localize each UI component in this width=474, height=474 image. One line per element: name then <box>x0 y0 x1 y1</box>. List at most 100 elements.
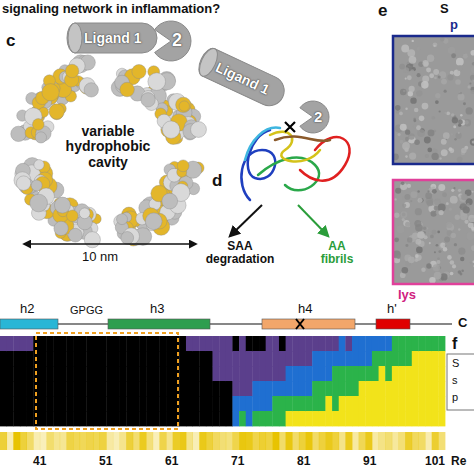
heatmap-cell <box>345 366 352 381</box>
heatmap-cell <box>418 396 425 411</box>
heatmap-cell <box>239 396 246 411</box>
heatmap-cell <box>159 366 166 381</box>
micrograph-grain <box>419 116 425 122</box>
micrograph-grain <box>400 89 407 96</box>
heatmap-cell <box>279 411 286 426</box>
heatmap-cell <box>279 396 286 411</box>
heatmap-cell <box>239 411 246 426</box>
micrograph-grain <box>431 153 438 160</box>
heatmap-cell <box>319 366 326 381</box>
heatmap-cell <box>206 336 213 351</box>
micrograph-grain <box>421 81 429 89</box>
micrograph-grain <box>459 91 461 93</box>
micrograph-grain <box>395 105 401 111</box>
micrograph-grain <box>421 267 426 272</box>
heatmap-cell <box>385 396 392 411</box>
heatmap-cell <box>432 411 439 426</box>
micrograph-grain <box>464 220 468 224</box>
heatmap-cell <box>385 351 392 366</box>
micrograph-grain <box>453 125 456 128</box>
micrograph-grain <box>451 113 455 117</box>
heatmap-cell <box>405 336 412 351</box>
micrograph-grain <box>452 264 456 268</box>
protein-surface <box>141 93 155 107</box>
micrograph-grain <box>458 132 460 134</box>
heatmap-cell <box>239 351 246 366</box>
label-text: AA fibrils <box>312 240 362 266</box>
heatmap-cell <box>412 411 419 426</box>
heatmap-cell <box>392 336 399 351</box>
protein-surface <box>31 180 42 191</box>
micrograph-grain <box>432 189 437 194</box>
micrograph-grain <box>437 231 440 234</box>
residue-strip <box>359 432 366 450</box>
label-text: s <box>452 374 458 386</box>
micrograph-grain <box>426 227 428 229</box>
micrograph-grain <box>472 260 474 263</box>
residue-strip <box>166 432 173 450</box>
residue-strip <box>279 432 286 450</box>
micrograph-grain <box>461 269 464 272</box>
heatmap-cell <box>193 381 200 396</box>
heatmap-cell <box>385 366 392 381</box>
heatmap-cell <box>392 381 399 396</box>
protein-surface <box>176 97 191 112</box>
heatmap-cell <box>186 381 193 396</box>
heatmap-cell <box>53 336 60 351</box>
residue-strip <box>266 432 273 450</box>
heatmap-cell <box>438 411 445 426</box>
heatmap-cell <box>13 381 20 396</box>
heatmap-cell <box>93 396 100 411</box>
micrograph-grain <box>449 208 452 211</box>
micrograph-grain <box>427 190 429 192</box>
residue-strip <box>438 432 445 450</box>
heatmap-cell <box>139 381 146 396</box>
protein-surface <box>54 221 68 235</box>
heatmap-cell <box>153 396 160 411</box>
heatmap-cell <box>365 351 372 366</box>
heatmap-cell <box>146 351 153 366</box>
heatmap-cell <box>339 381 346 396</box>
heatmap-cell <box>166 381 173 396</box>
micrograph-grain <box>427 55 434 62</box>
heatmap-cell <box>438 336 445 351</box>
heatmap-cell <box>73 381 80 396</box>
residue-strip <box>332 432 339 450</box>
heatmap-cell <box>80 381 87 396</box>
label-text: 101 <box>425 455 445 468</box>
heatmap-cell <box>219 366 226 381</box>
heatmap-cell <box>13 411 20 426</box>
heatmap-cell <box>106 396 113 411</box>
heatmap-cell <box>272 381 279 396</box>
heatmap-cell <box>352 396 359 411</box>
heatmap-cell <box>100 351 107 366</box>
heatmap-cell <box>299 381 306 396</box>
heatmap-cell <box>345 351 352 366</box>
heatmap-cell <box>399 351 406 366</box>
protein-surface <box>54 197 70 213</box>
heatmap-cell <box>133 396 140 411</box>
heatmap-cell <box>93 336 100 351</box>
residue-strip <box>339 432 346 450</box>
protein-surface <box>35 132 46 143</box>
micrograph-grain <box>395 188 401 194</box>
protein-surface <box>145 213 162 230</box>
heatmap-cell <box>405 366 412 381</box>
micrograph-grain <box>427 148 432 153</box>
heatmap-cell <box>359 396 366 411</box>
heatmap-cell <box>286 381 293 396</box>
micrograph-grain <box>434 251 436 253</box>
micrograph-grain <box>448 47 455 54</box>
heatmap-cell <box>60 351 67 366</box>
micrograph-grain <box>394 212 400 218</box>
label-text: Re <box>451 455 466 468</box>
label-text: S <box>452 357 459 369</box>
micrograph-grain <box>402 218 405 221</box>
micrograph-grain <box>472 62 474 66</box>
heatmap-cell <box>339 366 346 381</box>
heatmap-cell <box>60 381 67 396</box>
micrograph-grain <box>403 90 405 92</box>
micrograph-grain <box>417 190 420 193</box>
heatmap-cell <box>120 411 127 426</box>
heatmap-cell <box>359 411 366 426</box>
